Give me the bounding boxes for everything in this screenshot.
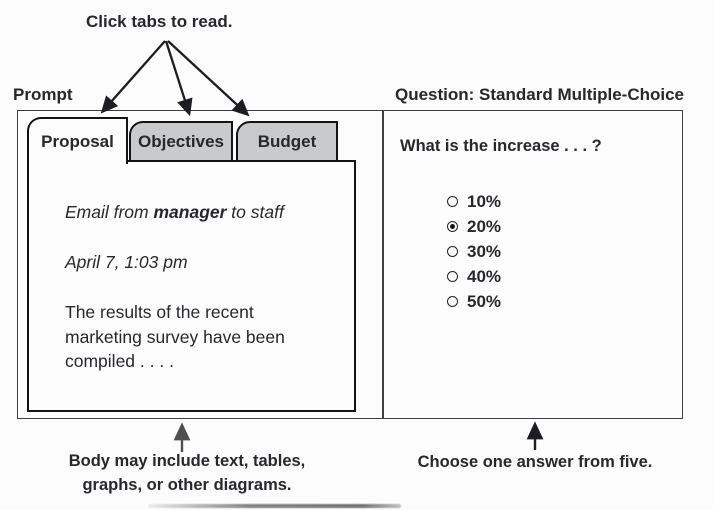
tab-objectives[interactable]: Objectives: [129, 121, 233, 163]
tab-budget-label: Budget: [257, 132, 317, 151]
body-caption: Body may include text, tables, graphs, o…: [30, 449, 344, 497]
radio-button[interactable]: [447, 246, 458, 257]
tab-proposal[interactable]: Proposal: [27, 117, 128, 164]
body-caption-line1: Body may include text, tables,: [68, 452, 306, 470]
radio-option-20[interactable]: 20%: [447, 214, 501, 239]
answer-caption: Choose one answer from five.: [417, 453, 653, 471]
click-tabs-annotation: Click tabs to read.: [86, 12, 233, 31]
radio-option-50[interactable]: 50%: [447, 289, 501, 314]
email-header-line: Email from manager to staff: [65, 202, 284, 223]
panel-divider: [382, 111, 384, 418]
email-text-prefix: Email from: [65, 202, 154, 222]
radio-option-10[interactable]: 10%: [447, 189, 501, 214]
email-text-manager: manager: [153, 202, 227, 222]
answer-options-list: 10% 20% 30% 40% 50%: [447, 189, 501, 314]
tab-objectives-label: Objectives: [138, 132, 224, 151]
prompt-body-text: The results of the recent marketing surv…: [65, 302, 285, 371]
arrow-to-proposal-tab: [100, 40, 166, 114]
radio-button[interactable]: [447, 221, 458, 232]
radio-option-30[interactable]: 30%: [447, 239, 501, 264]
tab-proposal-label: Proposal: [41, 131, 114, 151]
radio-dot: [449, 223, 456, 230]
radio-option-label: 20%: [467, 216, 502, 236]
body-caption-line2: graphs, or other diagrams.: [82, 476, 292, 494]
tab-budget[interactable]: Budget: [236, 121, 338, 163]
question-type-label: Question: Standard Multiple-Choice: [394, 85, 684, 104]
radio-button[interactable]: [447, 271, 458, 282]
radio-option-40[interactable]: 40%: [447, 264, 501, 289]
radio-option-label: 40%: [467, 266, 502, 286]
email-text-suffix: to staff: [226, 202, 284, 222]
radio-option-label: 10%: [467, 191, 502, 211]
radio-button[interactable]: [447, 296, 458, 307]
prompt-label: Prompt: [13, 85, 73, 104]
prompt-body-panel: Email from manager to staff April 7, 1:0…: [27, 160, 356, 412]
arrow-to-objectives-tab: [164, 40, 193, 117]
arrow-to-budget-tab: [167, 40, 250, 117]
radio-button[interactable]: [447, 196, 458, 207]
cropped-edge-artifact: [148, 504, 401, 508]
radio-option-label: 30%: [467, 241, 502, 261]
radio-option-label: 50%: [467, 291, 502, 311]
email-date-line: April 7, 1:03 pm: [65, 252, 188, 272]
question-text: What is the increase . . . ?: [400, 137, 602, 155]
